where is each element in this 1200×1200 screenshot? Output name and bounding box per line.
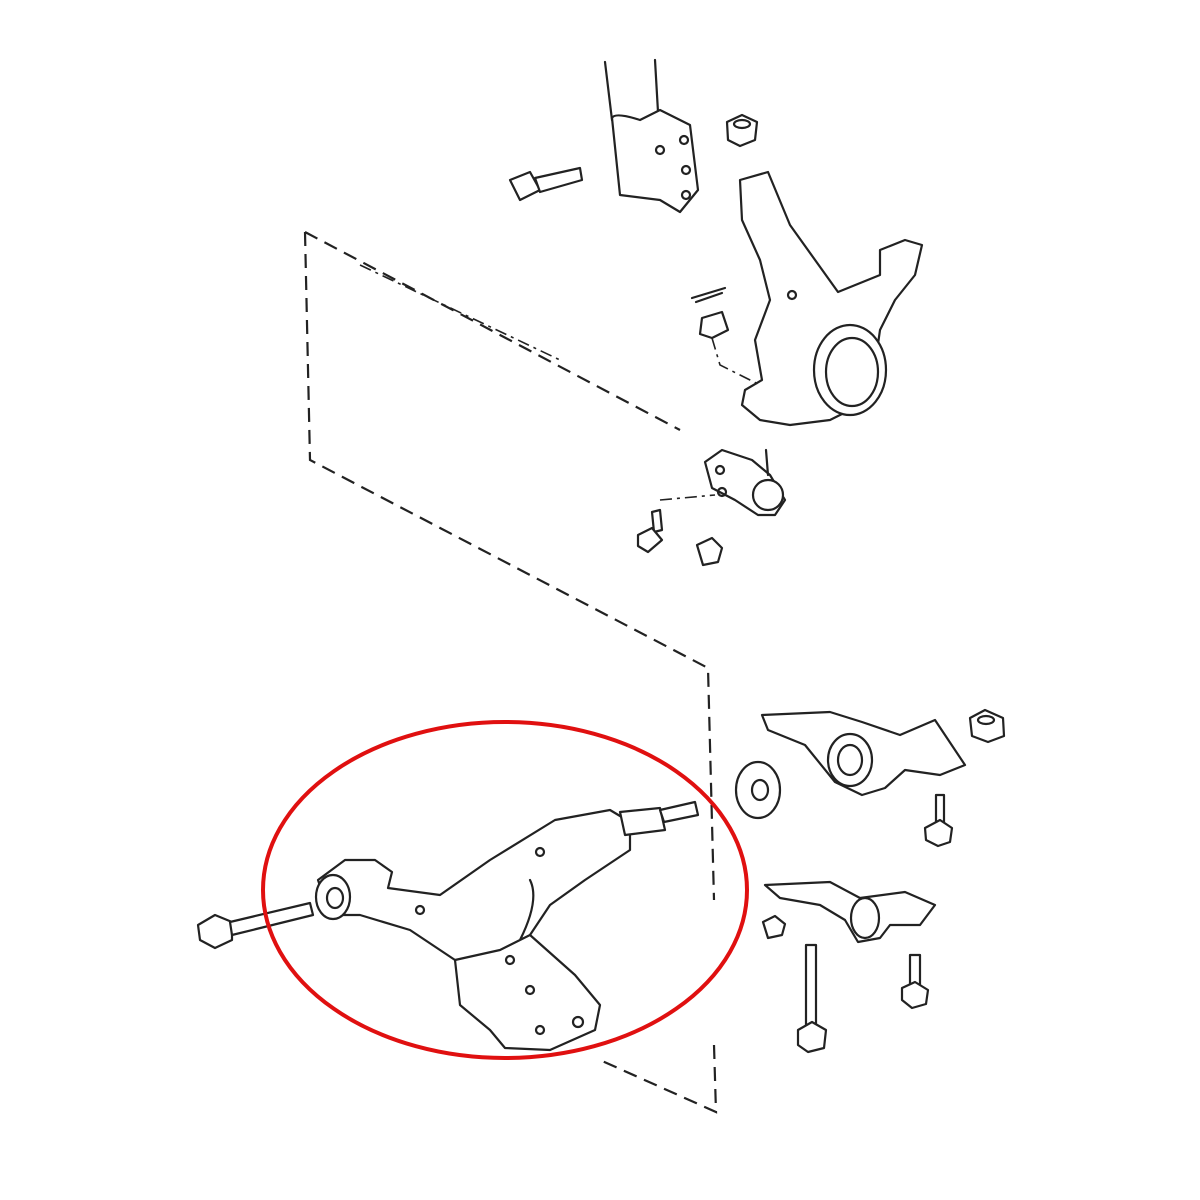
nut	[695, 536, 724, 567]
highlight-ellipse	[261, 720, 749, 1060]
nut	[761, 914, 787, 940]
guide-line	[359, 264, 561, 361]
guide-line	[711, 337, 761, 386]
bolt	[796, 943, 828, 1054]
nut	[968, 708, 1006, 744]
bushing-bracket-lower	[763, 880, 937, 944]
bolt	[923, 793, 954, 848]
bolt	[900, 953, 930, 1010]
assembly-boundary-dashed	[303, 231, 718, 1114]
washer	[734, 760, 782, 820]
nut	[725, 113, 759, 148]
bolt	[636, 508, 664, 554]
lower-control-arm	[314, 800, 700, 1052]
guide-line	[659, 494, 716, 501]
steering-knuckle	[738, 170, 924, 427]
cotter-pin	[690, 286, 727, 304]
bolt	[196, 901, 315, 950]
strut-assembly	[603, 58, 700, 214]
ball-joint	[703, 448, 787, 517]
castle-nut	[698, 310, 730, 340]
bushing-bracket-upper	[760, 710, 967, 797]
bolt	[508, 166, 584, 202]
